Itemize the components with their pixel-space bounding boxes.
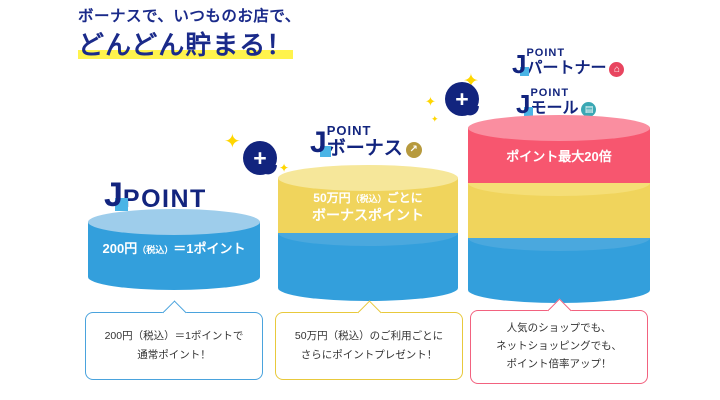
chart-up-icon: ↗ bbox=[405, 142, 422, 158]
plus-badge-label: + bbox=[455, 85, 469, 112]
callout-notch-mask bbox=[549, 310, 569, 314]
logo-point-bonus-small: POINT bbox=[326, 123, 372, 138]
cylinder-label-row-1: ポイント最大20倍 bbox=[506, 149, 612, 164]
cylinder-top-cap bbox=[88, 209, 260, 235]
callout-notch-mask bbox=[164, 312, 184, 316]
callout-line: ポイント倍率アップ！ bbox=[506, 357, 612, 370]
cylinder-label: 50万円（税込）ごとに ボーナスポイント bbox=[278, 190, 458, 225]
j-mark-square bbox=[524, 107, 533, 116]
plus-badge: + bbox=[243, 141, 277, 175]
logo-point-bonus: J POINT ボーナス ↗ bbox=[310, 124, 422, 158]
callout-bonus-text: 50万円（税込）のご利用ごとに さらにポイントプレゼント！ bbox=[295, 327, 443, 366]
logo-point-bonus-wordmark: ボーナス bbox=[326, 138, 403, 159]
logo-point-mall: J POINT モール ▤ bbox=[516, 88, 597, 119]
cylinder-tier-blue bbox=[468, 225, 650, 303]
cylinder-label-row-1: 50万円（税込）ごとに bbox=[278, 190, 458, 206]
callout-line: 200円（税込）＝1ポイントで bbox=[104, 329, 244, 342]
callout-notch-mask bbox=[359, 312, 379, 316]
headline-line-2-wrap: どんどん貯まる！ bbox=[78, 29, 294, 61]
j-mark-letter: J bbox=[516, 89, 531, 119]
logo-point-mall-small: POINT bbox=[530, 87, 570, 99]
callout-line: 通常ポイント！ bbox=[137, 349, 211, 361]
sparkle-icon: ✦ bbox=[279, 161, 290, 175]
sparkle-icon: ✦ bbox=[425, 94, 436, 109]
chart-up-icon-glyph: ↗ bbox=[409, 144, 418, 155]
callout-base-text: 200円（税込）＝1ポイントで 通常ポイント！ bbox=[105, 327, 244, 366]
cylinder-label: ポイント最大20倍 bbox=[468, 148, 650, 166]
cylinder-label-amount: 50万円 bbox=[313, 191, 351, 205]
cart-icon-glyph: ▤ bbox=[584, 104, 594, 114]
cylinder-label-tax: （税込） bbox=[137, 245, 174, 255]
sparkle-icon: ✦ bbox=[224, 131, 241, 153]
logo-point-partner-small: POINT bbox=[526, 47, 566, 59]
j-mark-square bbox=[115, 198, 128, 211]
cylinder-label-rest: ＝1ポイント bbox=[173, 241, 246, 256]
callout-bonus: 50万円（税込）のご利用ごとに さらにポイントプレゼント！ bbox=[275, 300, 463, 380]
cylinder-top-cap bbox=[278, 165, 458, 191]
j-mark-letter: J bbox=[512, 49, 527, 79]
logo-point-bonus-text: POINT ボーナス bbox=[327, 124, 403, 158]
logo-jpoint-text: POINT bbox=[123, 187, 207, 212]
j-mark-letter: J bbox=[104, 176, 123, 214]
headline-highlight-bar bbox=[78, 50, 294, 60]
plus-badge-label: + bbox=[253, 144, 267, 171]
cylinder-tier-yellow: 50万円（税込）ごとに ボーナスポイント bbox=[278, 165, 458, 233]
cylinder-label-amount: 200円 bbox=[102, 241, 138, 256]
logo-point-mall-wordmark: モール bbox=[530, 100, 579, 117]
cylinder-label: 200円（税込）＝1ポイント bbox=[88, 240, 260, 258]
cylinder-tier-blue: 200円（税込）＝1ポイント bbox=[88, 209, 260, 290]
headline-line-1: ボーナスで、いつものお店で、 bbox=[78, 8, 301, 25]
cylinder-label-row-2: ボーナスポイント bbox=[312, 207, 424, 224]
shop-icon: ⌂ bbox=[609, 62, 625, 77]
callout-line: さらにポイントプレゼント！ bbox=[300, 349, 438, 361]
shop-icon-glyph: ⌂ bbox=[613, 63, 620, 75]
cylinder-top-cap bbox=[468, 115, 650, 141]
headline: ボーナスで、いつものお店で、 どんどん貯まる！ bbox=[78, 8, 301, 60]
j-mark-icon: J bbox=[310, 126, 331, 159]
j-mark-square bbox=[520, 67, 529, 76]
logo-point-partner-text: POINT パートナー bbox=[526, 48, 606, 77]
logo-point-partner: J POINT パートナー ⌂ bbox=[512, 48, 625, 79]
j-mark-icon: J bbox=[104, 176, 128, 214]
cylinder-tier-blue bbox=[278, 220, 458, 301]
callout-base: 200円（税込）＝1ポイントで 通常ポイント！ bbox=[85, 300, 263, 380]
plus-badge: + bbox=[445, 82, 479, 116]
j-mark-letter: J bbox=[310, 126, 327, 159]
callout-line: 50万円（税込）のご利用ごとに bbox=[294, 329, 444, 342]
cylinder-label-rest: ごとに bbox=[386, 191, 423, 205]
logo-point-partner-wordmark: パートナー bbox=[526, 60, 607, 77]
j-mark-icon: J bbox=[516, 89, 533, 119]
j-mark-square bbox=[320, 146, 331, 157]
cylinder-tier-pink: ポイント最大20倍 bbox=[468, 115, 650, 183]
callout-max: 人気のショップでも、 ネットショッピングでも、 ポイント倍率アップ！ bbox=[470, 298, 648, 384]
sparkle-icon: ✦ bbox=[431, 114, 439, 124]
callout-max-text: 人気のショップでも、 ネットショッピングでも、 ポイント倍率アップ！ bbox=[496, 320, 622, 374]
headline-line-2: どんどん貯まる！ bbox=[78, 29, 294, 60]
callout-line: 人気のショップでも、 bbox=[506, 322, 612, 335]
logo-point-mall-text: POINT モール bbox=[530, 88, 578, 117]
logo-jpoint-wordmark: POINT bbox=[122, 185, 207, 213]
j-mark-icon: J bbox=[512, 49, 529, 79]
logo-jpoint: J POINT bbox=[104, 178, 207, 212]
cylinder-tier-yellow bbox=[468, 170, 650, 238]
callout-line: ネットショッピングでも、 bbox=[496, 340, 622, 353]
cart-icon: ▤ bbox=[581, 102, 597, 117]
cylinder-label-tax: （税込） bbox=[350, 194, 387, 204]
